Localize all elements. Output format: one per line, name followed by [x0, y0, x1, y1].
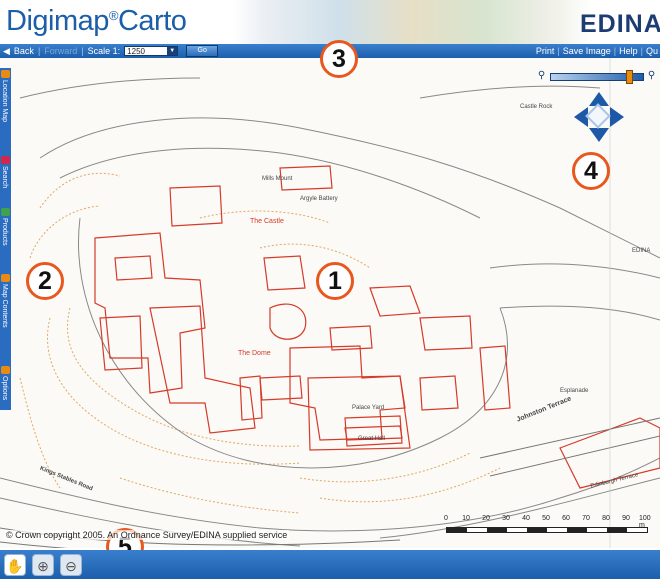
scale-value: 1250 [127, 46, 145, 56]
bottom-toolbar: ✋ ⊕ ⊖ [0, 550, 660, 579]
tab-label: Search [1, 166, 8, 189]
pan-down-arrow-icon[interactable] [589, 128, 609, 142]
tab-label: Location Map [1, 80, 8, 123]
zoom-in-tool-icon[interactable]: ⊕ [32, 554, 54, 576]
scale-tick: 60 [562, 515, 570, 522]
scale-tick: 0 [444, 515, 448, 522]
scale-tick: 100 m [639, 515, 651, 529]
options-icon [1, 366, 10, 374]
registered-mark: ® [108, 8, 119, 23]
scale-select[interactable]: 1250 ▼ [124, 46, 179, 56]
zoom-in-icon[interactable]: ⚲ [647, 70, 656, 81]
location-map-icon [1, 70, 10, 78]
map-label-edina: EDINA [632, 248, 651, 254]
callout-1: 1 [316, 262, 354, 300]
pan-up-arrow-icon[interactable] [589, 92, 609, 106]
pan-control [574, 92, 624, 142]
scale-tick: 20 [482, 515, 490, 522]
map-label-argyle-battery: Argyle Battery [300, 196, 338, 202]
zoom-track[interactable] [550, 73, 644, 81]
products-icon [1, 208, 10, 216]
toolbar-left: ◀ Back | Forward | Scale 1: 1250 ▼ Go [3, 44, 219, 58]
map-canvas[interactable]: The Castle The Dome Castle Rock Edinburg… [0, 58, 660, 548]
map-label-mills-mount: Mills Mount [262, 176, 293, 182]
scale-bar-ticks: 0 10 20 30 40 50 60 70 80 90 100 m [444, 515, 660, 529]
scale-bar: 0 10 20 30 40 50 60 70 80 90 100 m [436, 515, 660, 545]
zoom-thumb[interactable] [626, 70, 633, 84]
zoom-slider[interactable]: ⚲ ⚲ [536, 70, 660, 84]
tab-location-map[interactable]: Location Map [0, 70, 11, 150]
map-label-esplanade: Esplanade [560, 388, 589, 394]
tab-label: Products [1, 218, 8, 246]
tab-options[interactable]: Options [0, 366, 11, 410]
scale-tick: 10 [462, 515, 470, 522]
scale-tick: 70 [582, 515, 590, 522]
tab-search[interactable]: Search [0, 156, 11, 202]
callout-4: 4 [572, 152, 610, 190]
callout-3: 3 [320, 40, 358, 78]
pan-center[interactable] [585, 103, 611, 129]
map-label-great-hall: Great Hall [358, 436, 386, 442]
map-label-the-dome: The Dome [238, 350, 271, 357]
map-label-palace-yard: Palace Yard [352, 405, 385, 411]
map-label-the-castle: The Castle [250, 218, 284, 225]
scale-bar-graphic [446, 527, 648, 533]
pan-left-arrow-icon[interactable] [574, 107, 588, 127]
toolbar-right: Print | Save Image | Help | Qu [536, 44, 658, 58]
tab-label: Map Contents [1, 284, 8, 328]
app-header: Digimap®Carto EDINA [0, 0, 660, 44]
map-drawing [0, 58, 660, 548]
tab-products[interactable]: Products [0, 208, 11, 268]
zoom-out-tool-icon[interactable]: ⊖ [60, 554, 82, 576]
go-button[interactable]: Go [186, 45, 219, 57]
app-logo: Digimap®Carto [6, 5, 187, 38]
tab-label: Options [1, 376, 8, 401]
castle-buildings [94, 165, 660, 489]
search-icon [1, 156, 10, 164]
back-arrow-icon[interactable]: ◀ [3, 45, 10, 56]
back-link[interactable]: Back [13, 46, 34, 56]
scale-tick: 90 [622, 515, 630, 522]
brand-product: Carto [117, 5, 187, 37]
toolbar-divider: | [37, 46, 41, 56]
contour-lines [19, 172, 501, 514]
header-map-banner [232, 0, 592, 44]
help-link[interactable]: Help [619, 46, 638, 56]
forward-link[interactable]: Forward [44, 46, 78, 56]
toolbar-divider: | [613, 46, 617, 56]
toolbar-divider: | [640, 46, 643, 56]
save-image-link[interactable]: Save Image [562, 46, 611, 56]
print-link[interactable]: Print [535, 46, 555, 56]
tab-map-contents[interactable]: Map Contents [0, 274, 11, 360]
scale-label: Scale 1: [87, 46, 121, 56]
callout-2: 2 [26, 262, 64, 300]
hand-pan-icon[interactable]: ✋ [4, 554, 26, 576]
map-contents-icon [1, 274, 10, 282]
quit-link[interactable]: Qu [645, 46, 658, 56]
zoom-out-icon[interactable]: ⚲ [537, 70, 546, 81]
map-label-castle-rock: Castle Rock [520, 104, 553, 110]
scale-tick: 80 [602, 515, 610, 522]
edina-logo: EDINA [580, 10, 660, 38]
copyright-notice: © Crown copyright 2005. An Ordnance Surv… [4, 530, 290, 540]
toolbar-divider: | [557, 46, 560, 56]
side-tab-bar: Location Map Search Products Map Content… [0, 68, 11, 410]
scale-tick: 50 [542, 515, 550, 522]
chevron-down-icon: ▼ [167, 47, 178, 55]
scale-tick: 40 [522, 515, 530, 522]
scale-tick: 30 [502, 515, 510, 522]
pan-right-arrow-icon[interactable] [610, 107, 624, 127]
rock-outlines [0, 77, 660, 547]
toolbar-divider: | [81, 46, 84, 56]
brand-name: Digimap [6, 5, 109, 37]
